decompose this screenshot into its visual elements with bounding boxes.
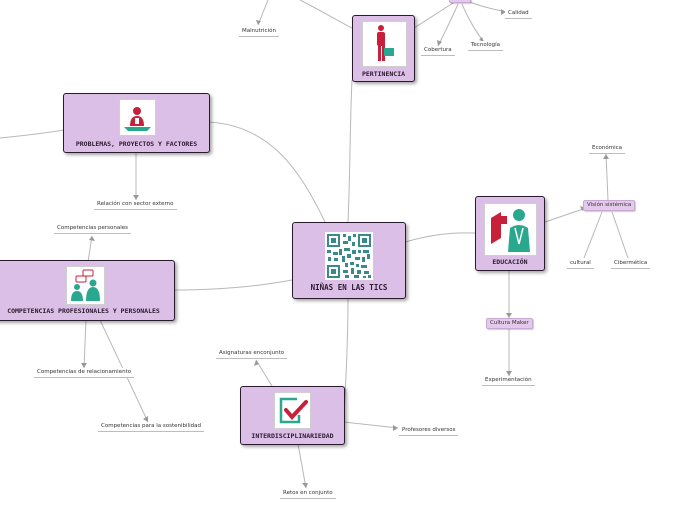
subtopic-relacion-sector-externo[interactable]: Relación con sector externo	[94, 200, 177, 210]
subtopic-tecnologia[interactable]: Tecnología	[468, 41, 503, 51]
subtopic-economica[interactable]: Económica	[589, 144, 625, 154]
subtopic-cultural[interactable]: cultural	[567, 259, 594, 269]
problemas-node[interactable]: PROBLEMAS, PROYECTOS Y FACTORES	[63, 93, 210, 153]
person-at-desk-icon	[119, 99, 156, 136]
people-chatting-icon	[66, 266, 105, 305]
subtopic-profesores-diversos[interactable]: Profesores diversos	[399, 426, 459, 436]
subtopic-competencias-sostenibilidad[interactable]: Competencias para la sostenibilidad	[98, 422, 204, 432]
subtopic-cobertura[interactable]: Cobertura	[421, 46, 455, 56]
subtopic-calidad[interactable]: Calidad	[505, 9, 532, 19]
subtopic-cibermetica[interactable]: Cibermética	[611, 259, 651, 269]
competencias-title: COMPETENCIAS PROFESIONALES Y PERSONALES	[7, 307, 160, 315]
competencias-node[interactable]: COMPETENCIAS PROFESIONALES Y PERSONALES	[0, 260, 175, 321]
teacher-board-icon	[484, 203, 537, 256]
central-topic-title: NIÑAS EN LAS TICS	[310, 283, 388, 292]
qr-code-icon	[325, 232, 373, 280]
pertinencia-node[interactable]: PERTINENCIA	[352, 15, 415, 82]
interdisciplinariedad-title: INTERDISCIPLINARIEDAD	[251, 432, 334, 440]
pertinencia-title: PERTINENCIA	[361, 70, 406, 78]
subtopic-experimentacion[interactable]: Experimentación	[482, 376, 535, 386]
subtopic-competencias-relacionamiento[interactable]: Competencias de relacionamiento	[34, 368, 135, 378]
checkbox-check-icon	[274, 392, 311, 429]
subtopic-vision-sistemica[interactable]: Visión sistémica	[583, 200, 636, 211]
subtopic-cultura-maker[interactable]: Cultura Maker	[486, 318, 533, 329]
subtopic-competencias-personales[interactable]: Competencias personales	[54, 224, 132, 234]
central-topic-node[interactable]: NIÑAS EN LAS TICS	[292, 222, 406, 299]
subtopic-asignaturas-enconjunto[interactable]: Asignaturas enconjunto	[216, 349, 288, 359]
problemas-title: PROBLEMAS, PROYECTOS Y FACTORES	[75, 140, 198, 148]
educacion-title: EDUCACIÓN	[492, 258, 528, 266]
subtopic-malnutricion[interactable]: Malnutrición	[239, 27, 279, 37]
subtopic-pertinencia-hidden	[449, 0, 471, 3]
educacion-node[interactable]: EDUCACIÓN	[475, 196, 545, 271]
subtopic-retos-en-conjunto[interactable]: Retos en conjunto	[280, 489, 336, 499]
person-standing-icon	[362, 21, 407, 67]
interdisciplinariedad-node[interactable]: INTERDISCIPLINARIEDAD	[240, 386, 345, 445]
